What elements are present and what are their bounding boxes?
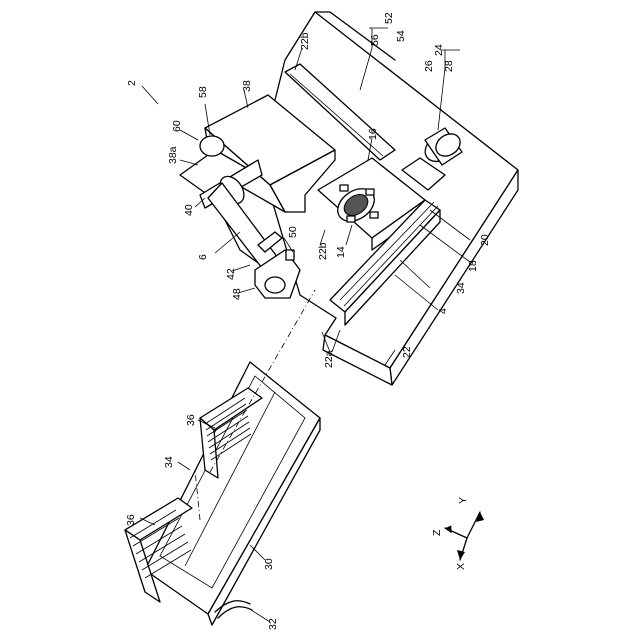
label-20: 20 xyxy=(479,234,491,246)
label-50: 50 xyxy=(287,226,299,238)
label-18: 18 xyxy=(467,260,479,272)
label-36-right: 36 xyxy=(185,414,197,426)
axis-label-x: X xyxy=(455,563,467,570)
axis-label-y: Y xyxy=(457,497,469,504)
label-22: 22 xyxy=(401,346,413,358)
label-56: 56 xyxy=(369,34,381,46)
label-14: 14 xyxy=(335,246,347,258)
label-40: 40 xyxy=(183,204,195,216)
label-54: 54 xyxy=(395,30,407,42)
label-30: 30 xyxy=(263,558,275,570)
label-32: 32 xyxy=(267,618,279,630)
label-34-right: 34 xyxy=(455,282,467,294)
axis-label-z: Z xyxy=(431,529,443,536)
label-48: 48 xyxy=(231,288,243,300)
label-28: 28 xyxy=(443,60,455,72)
label-22a: 22a xyxy=(323,350,335,368)
label-36-left: 36 xyxy=(125,514,137,526)
label-60: 60 xyxy=(171,120,183,132)
label-24: 24 xyxy=(433,44,445,56)
label-52: 52 xyxy=(383,12,395,24)
label-38a: 38a xyxy=(167,146,179,164)
label-42: 42 xyxy=(225,268,237,280)
label-26: 26 xyxy=(423,60,435,72)
label-6: 6 xyxy=(197,254,209,260)
label-38: 38 xyxy=(241,80,253,92)
axis-indicator xyxy=(444,512,484,560)
label-58: 58 xyxy=(197,86,209,98)
label-4: 4 xyxy=(437,308,449,314)
label-34-left: 34 xyxy=(163,456,175,468)
label-16: 16 xyxy=(367,128,379,140)
label-22b-mid: 22b xyxy=(317,242,329,260)
label-22b-top: 22b xyxy=(299,32,311,50)
label-2: 2 xyxy=(126,80,138,86)
